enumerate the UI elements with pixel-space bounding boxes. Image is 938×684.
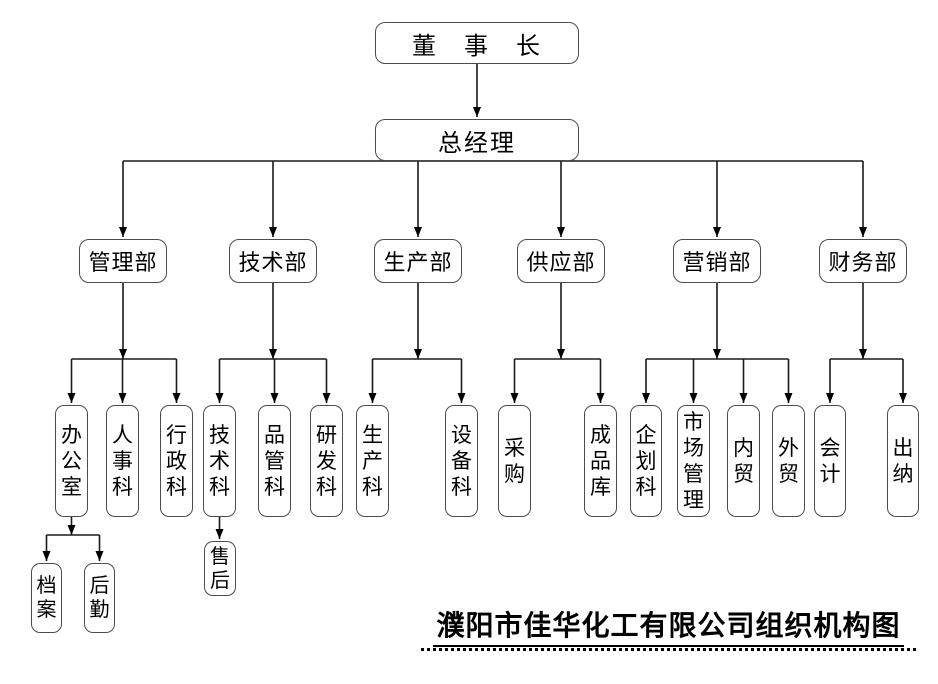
node-accounting: 会计: [814, 405, 846, 517]
node-label: 品管科: [264, 423, 285, 499]
node-after-sales: 售后: [204, 541, 236, 596]
node-label: 采购: [504, 436, 525, 486]
node-label: 财务部: [828, 250, 898, 275]
node-dept-production: 生产部: [374, 239, 462, 283]
node-label: 技术部: [238, 250, 308, 275]
node-hr-section: 人事科: [106, 405, 139, 517]
node-label: 生产科: [362, 423, 383, 499]
node-label: 内贸: [733, 436, 754, 486]
node-label: 生产部: [383, 250, 453, 275]
node-archives: 档案: [31, 563, 62, 633]
node-chairman: 董 事 长: [375, 22, 579, 64]
node-label: 售后: [210, 545, 230, 592]
node-rd-section: 研发科: [310, 405, 343, 517]
node-label: 行政科: [166, 423, 187, 499]
node-label: 出纳: [892, 436, 914, 486]
node-production-section: 生产科: [356, 405, 389, 517]
node-dept-management: 管理部: [79, 239, 167, 283]
node-label: 研发科: [316, 423, 337, 499]
node-domestic-trade: 内贸: [727, 405, 760, 517]
node-qc-section: 品管科: [258, 405, 291, 517]
node-label: 人事科: [112, 423, 133, 499]
chart-title-text: 濮阳市佳华化工有限公司组织机构图: [433, 604, 904, 647]
node-label: 会计: [819, 436, 841, 486]
node-label: 后勤: [89, 575, 110, 621]
node-office: 办公室: [55, 405, 88, 517]
node-logistics: 后勤: [84, 563, 115, 633]
node-cashier: 出纳: [887, 405, 919, 517]
node-general-manager: 总经理: [375, 119, 579, 161]
node-chairman-label: 董 事 长: [412, 33, 542, 60]
node-tech-section: 技术科: [203, 405, 236, 517]
node-planning-section: 企划科: [630, 405, 662, 517]
node-label: 营销部: [682, 250, 752, 275]
node-label: 企划科: [635, 423, 657, 499]
chart-title: 濮阳市佳华化工有限公司组织机构图: [421, 604, 916, 651]
node-foreign-trade: 外贸: [772, 405, 805, 517]
node-admin-section: 行政科: [160, 405, 193, 517]
node-market-management: 市场管理: [677, 405, 710, 517]
node-label: 管理部: [88, 250, 158, 275]
node-label: 供应部: [526, 250, 596, 275]
node-dept-technology: 技术部: [229, 239, 317, 283]
node-finished-goods-warehouse: 成品库: [584, 405, 617, 517]
node-label: 档案: [36, 575, 57, 621]
node-label: 市场管理: [683, 410, 704, 512]
node-label: 设备科: [451, 423, 472, 499]
node-label: 成品库: [590, 423, 611, 499]
node-label: 技术科: [209, 423, 230, 499]
node-dept-marketing: 营销部: [673, 239, 761, 283]
node-label: 办公室: [61, 423, 82, 499]
node-general-manager-label: 总经理: [438, 130, 516, 157]
node-label: 外贸: [778, 436, 799, 486]
node-dept-finance: 财务部: [819, 239, 907, 283]
node-purchasing: 采购: [498, 405, 531, 517]
node-equipment-section: 设备科: [445, 405, 478, 517]
node-dept-supply: 供应部: [517, 239, 605, 283]
